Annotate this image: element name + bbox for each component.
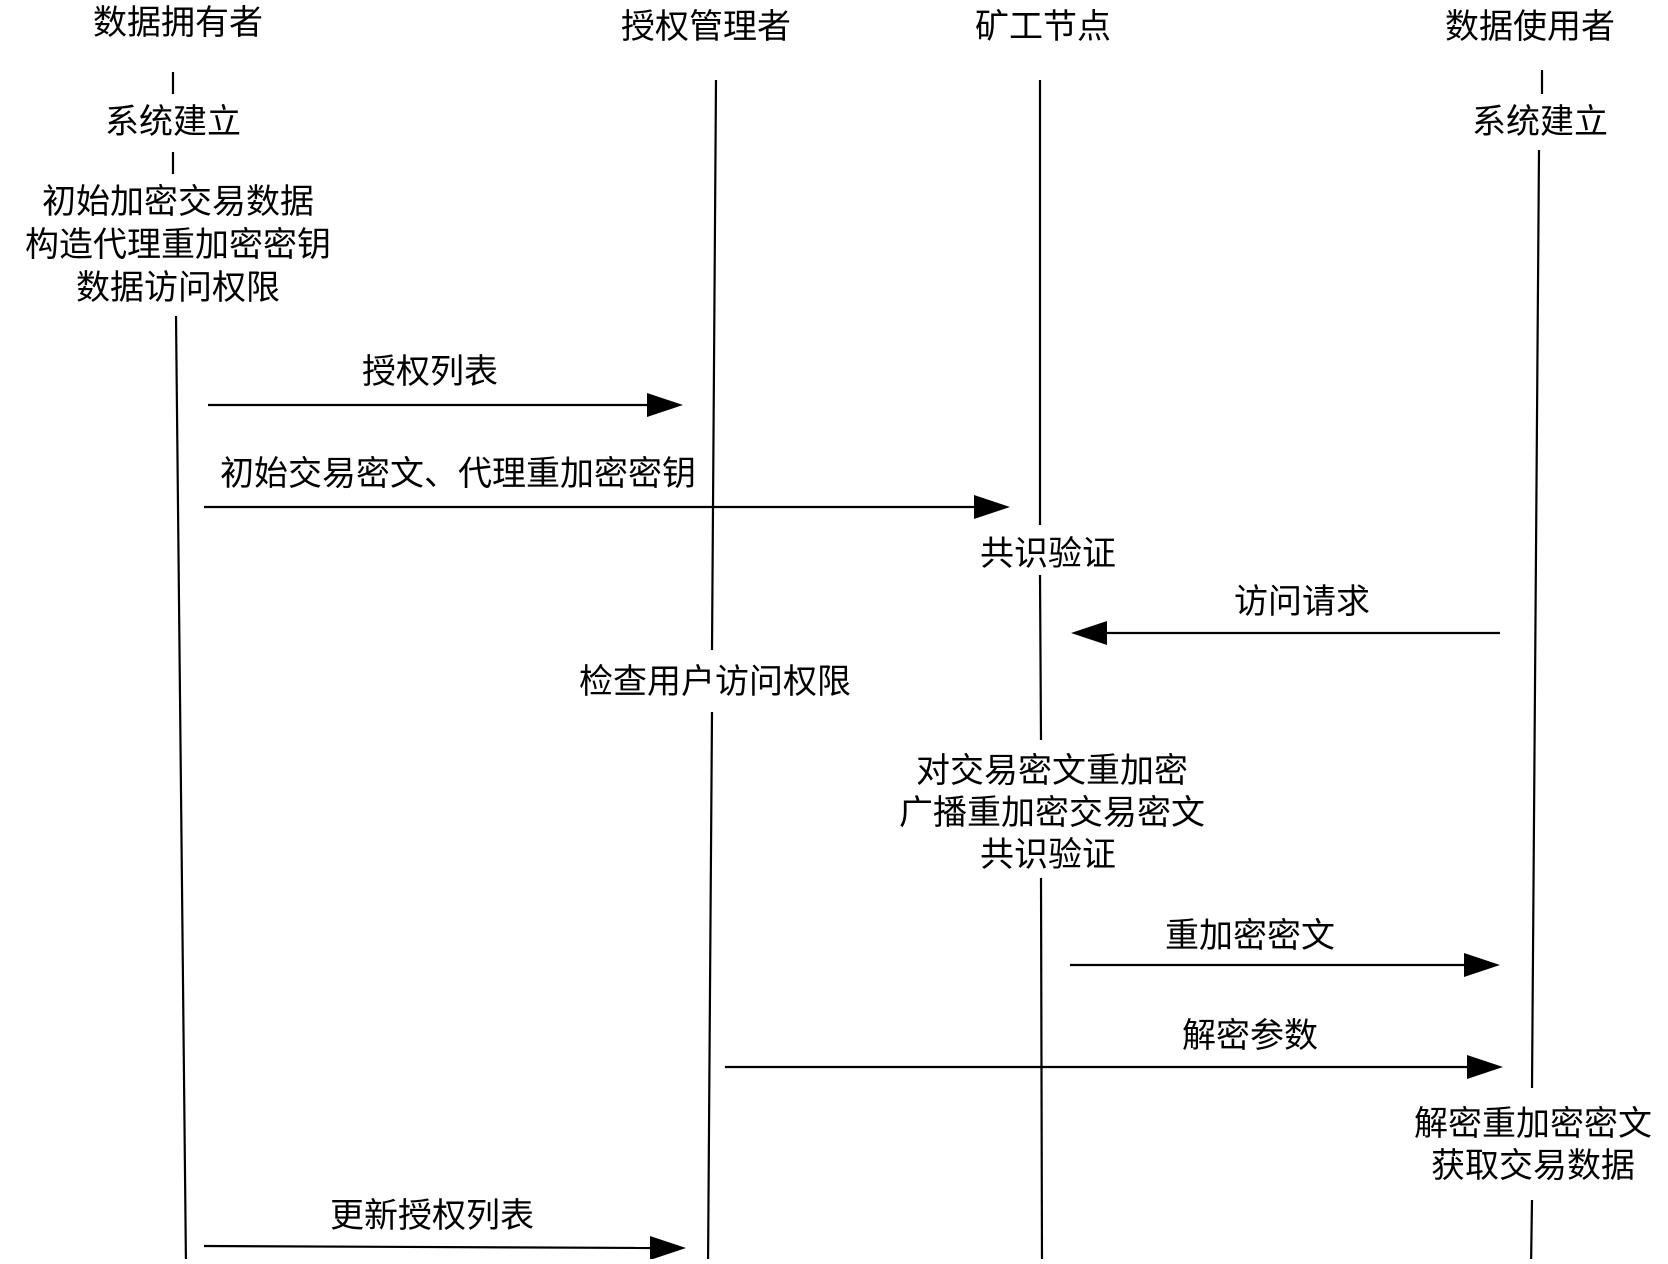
message-label: 更新授权列表 [330,1196,534,1236]
participant-owner: 数据拥有者 [93,3,263,43]
user-decrypt-line-2: 获取交易数据 [1431,1146,1635,1186]
arrowhead-right [1464,953,1500,977]
participant-miner: 矿工节点 [975,7,1111,47]
miner-verify-note: 共识验证 [980,534,1116,574]
miner-reencrypt-line-2: 广播重加密交易密文 [899,793,1205,833]
lifeline-miner [1038,80,1044,1264]
miner-reencrypt-line-3: 共识验证 [980,835,1116,875]
user-setup-note: 系统建立 [1472,102,1608,142]
owner-init-line-1: 初始加密交易数据 [42,182,314,222]
message-init-cipher: 初始交易密文、代理重加密密钥 [204,454,1010,519]
arrowhead-right [1467,1055,1503,1079]
owner-init-line-3: 数据访问权限 [76,268,280,308]
message-reencrypted-cipher: 重加密密文 [1070,916,1500,977]
message-label: 访问请求 [1234,582,1370,622]
lifeline-user [1529,70,1544,1264]
miner-reencrypt-line-1: 对交易密文重加密 [916,751,1188,791]
message-label: 解密参数 [1182,1016,1318,1056]
message-auth-list: 授权列表 [208,352,683,417]
message-label: 初始交易密文、代理重加密密钥 [220,454,696,494]
message-access-request: 访问请求 [1071,582,1500,645]
lifeline-manager [706,79,718,1264]
manager-check-note: 检查用户访问权限 [579,662,851,702]
lifeline-owner [171,72,188,1264]
arrowhead-right [647,393,683,417]
participant-user: 数据使用者 [1445,7,1615,47]
message-label: 重加密密文 [1165,916,1335,956]
arrowhead-left [1071,621,1107,645]
message-label: 授权列表 [362,352,498,392]
owner-setup-note: 系统建立 [105,102,241,142]
arrowhead-right [650,1236,686,1260]
message-decrypt-params: 解密参数 [725,1016,1503,1079]
owner-init-line-2: 构造代理重加密密钥 [25,225,331,265]
user-decrypt-line-1: 解密重加密密文 [1414,1104,1652,1144]
message-update-auth-list: 更新授权列表 [203,1196,686,1260]
participant-manager: 授权管理者 [621,7,791,47]
arrowhead-right [974,495,1010,519]
